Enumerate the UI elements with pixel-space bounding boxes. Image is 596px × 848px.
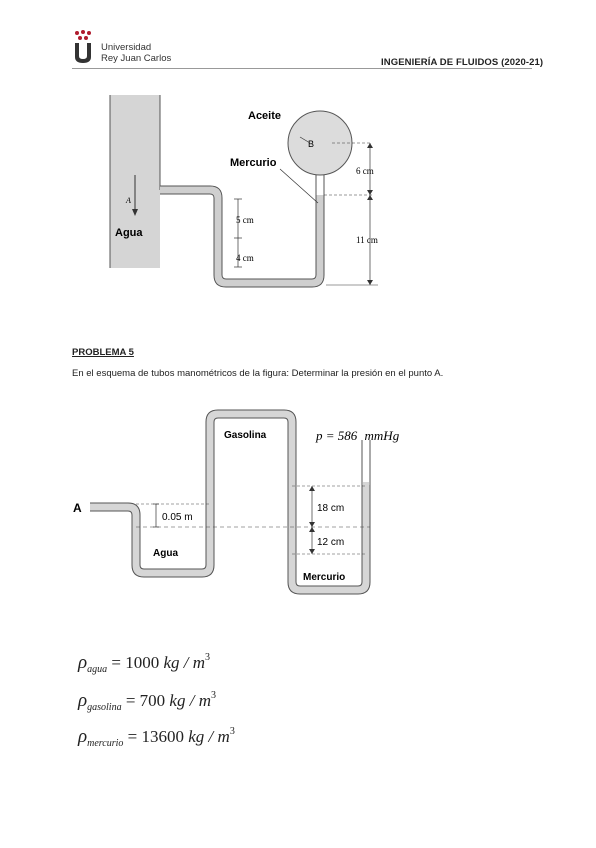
density-value: = 13600 [127, 727, 185, 746]
pressure-value: p = 586 [315, 428, 358, 443]
dim-12cm: 12 cm [317, 537, 344, 548]
rho-symbol: ρ [78, 690, 88, 711]
dim-0-05m: 0.05 m [162, 512, 193, 523]
dim-11cm: 11 cm [356, 235, 378, 245]
rho-symbol: ρ [78, 726, 88, 747]
density-value: = 700 [125, 691, 166, 710]
dim-6cm: 6 cm [356, 166, 374, 176]
point-b-label: B [308, 139, 314, 149]
mercurio-label: Mercurio [303, 572, 345, 583]
dim-5cm: 5 cm [236, 215, 254, 225]
university-line1: Universidad [101, 42, 152, 53]
svg-text:p = 586 mmHg: p = 586 mmHg [315, 428, 400, 443]
mercurio-label: Mercurio [230, 157, 277, 169]
point-a-label: A [125, 196, 131, 205]
manometer-figure-2: 0.05 m 18 cm 12 cm A Gasolina p = 586 mm… [73, 409, 400, 595]
density-mercurio: ρmercurio = 13600 kg / m3 [78, 726, 235, 749]
rho-symbol: ρ [78, 652, 88, 673]
dim-4cm: 4 cm [236, 253, 254, 263]
pressure-unit: mmHg [365, 428, 400, 443]
manometer-figure-1: A Agua Aceite B Mercurio 5 cm 4 cm 6 cm … [109, 95, 378, 288]
agua-label: Agua [153, 548, 178, 559]
aceite-label: Aceite [248, 110, 281, 122]
density-subscript: agua [87, 664, 108, 675]
density-unit: kg / m [163, 653, 206, 672]
density-subscript: mercurio [87, 738, 124, 749]
dim-18cm: 18 cm [317, 503, 344, 514]
university-logo [75, 30, 91, 63]
density-subscript: gasolina [87, 702, 122, 713]
gasolina-label: Gasolina [224, 430, 267, 441]
header-divider [72, 68, 532, 69]
point-a-label: A [73, 501, 82, 515]
density-agua: ρagua = 1000 kg / m3 [78, 652, 210, 675]
agua-label: Agua [115, 227, 143, 239]
density-gasolina: ρgasolina = 700 kg / m3 [78, 690, 216, 713]
problem-title: PROBLEMA 5 [72, 347, 134, 358]
density-unit: kg / m [169, 691, 211, 710]
density-exponent: 3 [210, 690, 216, 701]
course-title: INGENIERÍA DE FLUIDOS (2020-21) [381, 57, 544, 68]
density-value: = 1000 [111, 653, 160, 672]
problem-statement: En el esquema de tubos manométricos de l… [72, 368, 444, 379]
density-exponent: 3 [229, 726, 235, 737]
density-exponent: 3 [205, 652, 211, 663]
university-line2: Rey Juan Carlos [101, 53, 172, 64]
density-unit: kg / m [188, 727, 230, 746]
university-name: Universidad Rey Juan Carlos [101, 42, 171, 64]
